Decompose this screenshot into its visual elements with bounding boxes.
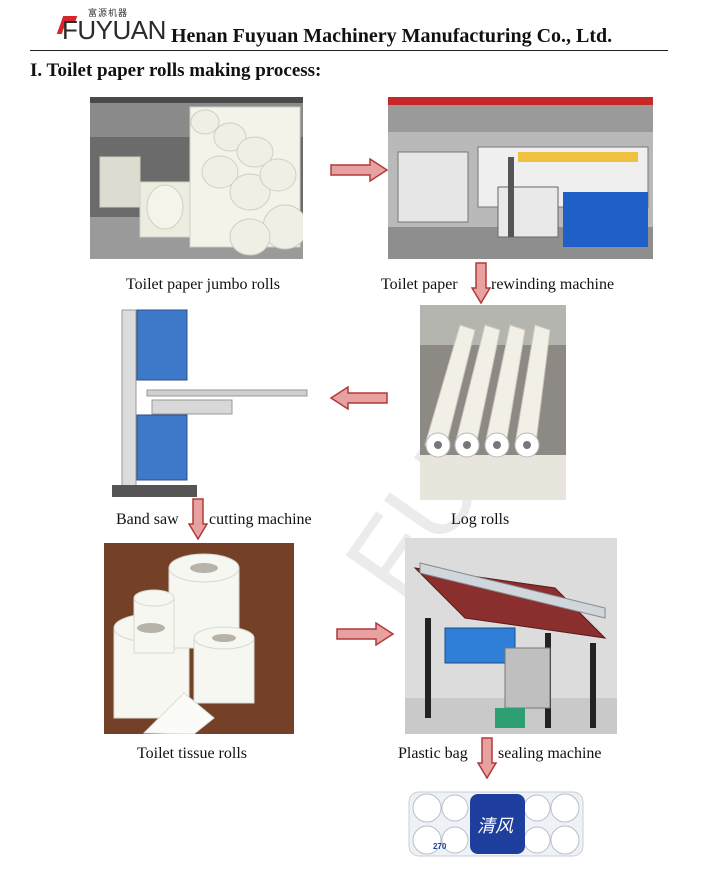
arrow-down-icon <box>477 737 497 779</box>
caption-rewinding-machine-part2: rewinding machine <box>491 276 615 293</box>
caption-sealing-machine-part2: sealing machine <box>498 745 602 762</box>
caption-rewinding-machine-part1: Toilet paper <box>381 276 458 293</box>
arrow-right-icon <box>336 622 394 646</box>
header-divider <box>30 50 668 51</box>
arrow-left-icon <box>330 386 388 410</box>
photo-rewinding-machine <box>388 97 653 259</box>
company-logo: 富源机器 FUYUAN <box>56 6 166 45</box>
photo-band-saw <box>107 305 309 500</box>
caption-log-rolls: Log rolls <box>451 511 510 528</box>
arrow-down-icon <box>188 498 208 540</box>
logo-chinese-text: 富源机器 <box>88 9 129 19</box>
caption-jumbo-rolls: Toilet paper jumbo rolls <box>126 276 280 293</box>
logo-wordmark: FUYUAN <box>62 15 166 45</box>
photo-log-rolls <box>420 305 566 500</box>
caption-band-saw-part2: cutting machine <box>209 511 312 528</box>
photo-sealing-machine <box>405 538 617 734</box>
caption-sealing-machine-part1: Plastic bag <box>398 745 468 762</box>
caption-band-saw-part1: Band saw <box>116 511 179 528</box>
section-title: I. Toilet paper rolls making process: <box>30 60 322 81</box>
photo-tissue-rolls <box>104 543 294 734</box>
arrow-down-icon <box>471 262 491 304</box>
photo-packaged-rolls: 清风 270 <box>405 786 587 862</box>
arrow-right-icon <box>330 158 388 182</box>
company-name: Henan Fuyuan Machinery Manufacturing Co.… <box>171 25 613 47</box>
photo-jumbo-rolls <box>90 97 303 259</box>
product-brand-text: 清风 <box>477 816 513 837</box>
product-count-text: 270 <box>433 842 447 851</box>
caption-tissue-rolls: Toilet tissue rolls <box>137 745 247 762</box>
